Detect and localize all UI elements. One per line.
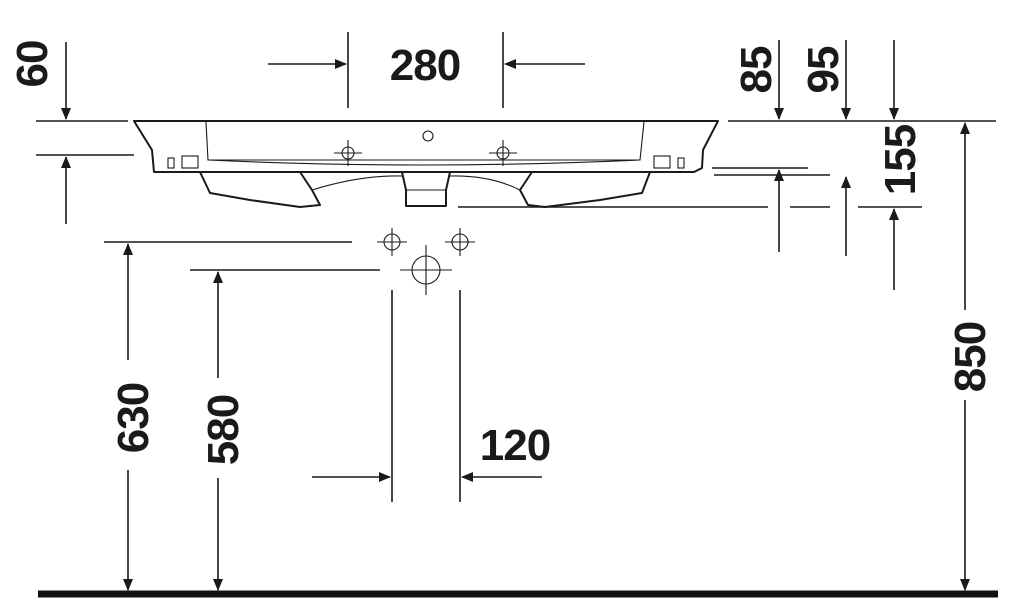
dimension-280-label: 280	[390, 41, 460, 90]
waste-connection	[400, 245, 452, 295]
dimension-120-label: 120	[480, 421, 550, 470]
dimension-850: 850	[946, 122, 995, 591]
dimension-60: 60	[8, 41, 134, 224]
dimension-85-label: 85	[732, 46, 781, 93]
dimension-95: 95	[799, 40, 851, 256]
dimension-280: 280	[268, 32, 585, 108]
basin-tap-hole-right	[489, 140, 517, 166]
dimension-630-label: 630	[109, 383, 158, 453]
dimension-580: 580	[190, 269, 380, 591]
dimension-155: 155	[876, 40, 925, 290]
dimension-630: 630	[104, 241, 352, 591]
supply-connection-right	[445, 228, 475, 256]
dimension-60-label: 60	[8, 41, 57, 88]
basin-tap-hole-left	[334, 140, 362, 166]
supply-connection-left	[377, 228, 407, 256]
dimension-85: 85	[732, 40, 784, 252]
dimension-580-label: 580	[199, 395, 248, 465]
basin-outline	[133, 120, 719, 208]
dimension-120: 120	[312, 290, 551, 502]
dimension-155-label: 155	[876, 124, 925, 195]
dimension-850-label: 850	[946, 322, 995, 392]
dimension-95-label: 95	[799, 46, 848, 93]
